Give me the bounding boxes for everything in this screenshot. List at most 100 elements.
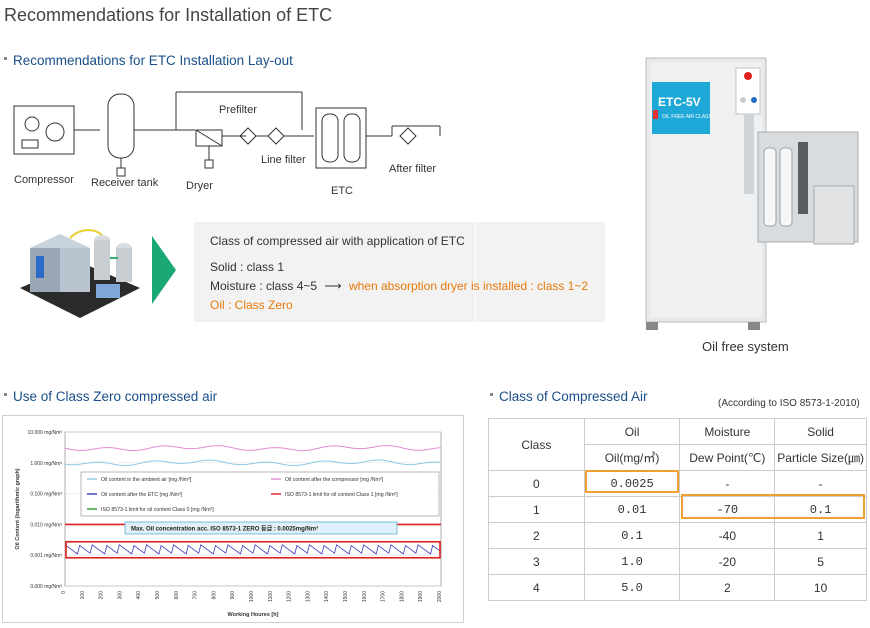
dryer-label: Dryer xyxy=(186,180,213,192)
moisture-header: Moisture xyxy=(679,418,776,445)
legend-label: Oil content in the ambient air [mg /Nm³] xyxy=(101,477,192,483)
y-tick-label: 0.100 mg/Nm³ xyxy=(30,492,62,498)
machine-caption: Oil free system xyxy=(702,339,789,354)
x-tick-label: 400 xyxy=(136,591,142,600)
moisture-class-text: Moisture : class 4~5 xyxy=(210,279,318,293)
etc-label: ETC xyxy=(331,185,353,197)
x-tick-label: 800 xyxy=(211,591,217,600)
oil-cell: 1.0 xyxy=(583,548,681,575)
x-tick-label: 600 xyxy=(174,591,180,600)
receiver-tank-symbol xyxy=(107,93,135,159)
solid-unit-header: Particle Size(㎛) xyxy=(774,444,867,471)
table-section-title-text: Class of Compressed Air xyxy=(499,389,648,404)
legend-label: ISO 8573-1 limit for oil content Class 0… xyxy=(101,507,214,513)
x-tick-label: 300 xyxy=(117,591,123,600)
moisture-cell: 2 xyxy=(679,574,776,601)
chart-section-title-text: Use of Class Zero compressed air xyxy=(13,389,218,404)
class-cell: 3 xyxy=(488,548,585,575)
moisture-class-line: Moisture : class 4~5 ⟶ when absorption d… xyxy=(210,279,588,293)
class-zero-oil-highlight xyxy=(585,470,679,493)
plant-illustration xyxy=(20,229,140,318)
etc-machine-image: ETC-5V OIL FREE AIR CLASS 0 xyxy=(645,57,859,330)
line-filter-label: Line filter xyxy=(261,154,306,166)
x-tick-label: 1600 xyxy=(362,591,368,602)
legend-box xyxy=(80,471,440,517)
table-section-title: Class of Compressed Air xyxy=(490,389,648,404)
after-filter-symbol xyxy=(399,127,417,145)
x-tick-label: 1400 xyxy=(324,591,330,602)
moisture-unit-header: Dew Point(℃) xyxy=(679,444,776,471)
y-tick-label: 0.010 mg/Nm³ xyxy=(30,522,62,528)
series-line xyxy=(64,445,442,452)
page-title: Recommendations for Installation of ETC xyxy=(4,5,333,25)
y-tick-label: 0.001 mg/Nm³ xyxy=(30,553,62,559)
x-tick-label: 1200 xyxy=(287,591,293,602)
after-filter-label: After filter xyxy=(389,163,437,175)
legend-label: Oil content after the compressor [mg /Nm… xyxy=(285,477,384,483)
bullet-icon xyxy=(490,392,493,396)
etc-series-highlight xyxy=(65,540,441,559)
class-cell: 0 xyxy=(488,470,585,497)
table-row: 0 0.0025 - - xyxy=(488,470,867,497)
machine-panel-text: OIL FREE AIR CLASS 0 xyxy=(662,114,716,120)
class-one-moisture-solid-highlight xyxy=(681,494,865,519)
y-tick-label: 10.000 mg/Nm³ xyxy=(28,430,63,436)
x-tick-label: 0 xyxy=(61,591,67,594)
class-cell: 1 xyxy=(488,496,585,523)
arrow-right-icon: ⟶ xyxy=(324,279,342,293)
bullet-icon xyxy=(4,392,7,396)
iso-standard-note: (According to ISO 8573-1-2010) xyxy=(718,398,860,409)
x-tick-label: 500 xyxy=(155,591,161,600)
receiver-tank-label: Receiver tank xyxy=(91,177,159,189)
x-tick-label: 2000 xyxy=(437,591,443,602)
bullet-icon xyxy=(4,56,7,60)
table-row: 3 1.0 -20 5 xyxy=(488,548,867,575)
solid-cell: 1 xyxy=(774,522,867,549)
solid-cell: 10 xyxy=(774,574,867,601)
oil-header: Oil xyxy=(583,418,681,445)
green-arrow-icon xyxy=(152,236,176,304)
class-cell: 2 xyxy=(488,522,585,549)
table-row: 4 5.0 2 10 xyxy=(488,574,867,601)
oil-class-text: Oil : Class Zero xyxy=(210,298,293,312)
table-row: 2 0.1 -40 1 xyxy=(488,522,867,549)
x-tick-label: 1000 xyxy=(249,591,255,602)
etc-symbol xyxy=(315,107,367,169)
oil-cell: 0.01 xyxy=(583,496,681,523)
x-axis-label: Working Houres [h] xyxy=(228,612,279,618)
solid-header: Solid xyxy=(774,418,867,445)
info-box-heading: Class of compressed air with application… xyxy=(210,234,465,248)
line-filter-symbol xyxy=(267,127,285,145)
moisture-cell: -40 xyxy=(679,522,776,549)
moisture-absorption-text: when absorption dryer is installed : cla… xyxy=(348,279,589,293)
series-line xyxy=(64,544,442,555)
layout-section-title-text: Recommendations for ETC Installation Lay… xyxy=(13,53,293,68)
x-tick-label: 900 xyxy=(230,591,236,600)
installation-diagram xyxy=(13,91,441,177)
compressed-air-class-table: Class Oil Moisture Solid Oil(mg/㎥) Dew P… xyxy=(488,418,867,601)
oil-unit-header: Oil(mg/㎥) xyxy=(583,444,681,471)
x-tick-label: 1300 xyxy=(305,591,311,602)
x-tick-label: 1700 xyxy=(381,591,387,602)
moisture-cell: -20 xyxy=(679,548,776,575)
oil-cell: 0.1 xyxy=(583,522,681,549)
class-cell: 4 xyxy=(488,574,585,601)
y-axis-label: Oil Content (logarithmic graph) xyxy=(15,468,21,549)
x-tick-label: 1800 xyxy=(399,591,405,602)
annotation-box xyxy=(124,521,398,535)
x-tick-label: 1900 xyxy=(418,591,424,602)
moisture-cell: - xyxy=(679,470,776,497)
x-tick-label: 100 xyxy=(80,591,86,600)
solid-class-text: Solid : class 1 xyxy=(210,260,285,274)
prefilter-label: Prefilter xyxy=(219,104,257,116)
x-tick-label: 1500 xyxy=(343,591,349,602)
x-tick-label: 700 xyxy=(193,591,199,600)
legend-label: ISO 8573-1 limit for oil content Class 1… xyxy=(285,492,398,498)
y-tick-label: 0.000 mg/Nm³ xyxy=(30,584,62,590)
class-header: Class xyxy=(488,418,585,471)
oil-cell: 5.0 xyxy=(583,574,681,601)
legend-label: Oil content after the ETC [mg /Nm³] xyxy=(101,492,183,498)
compressor-symbol xyxy=(13,105,75,155)
